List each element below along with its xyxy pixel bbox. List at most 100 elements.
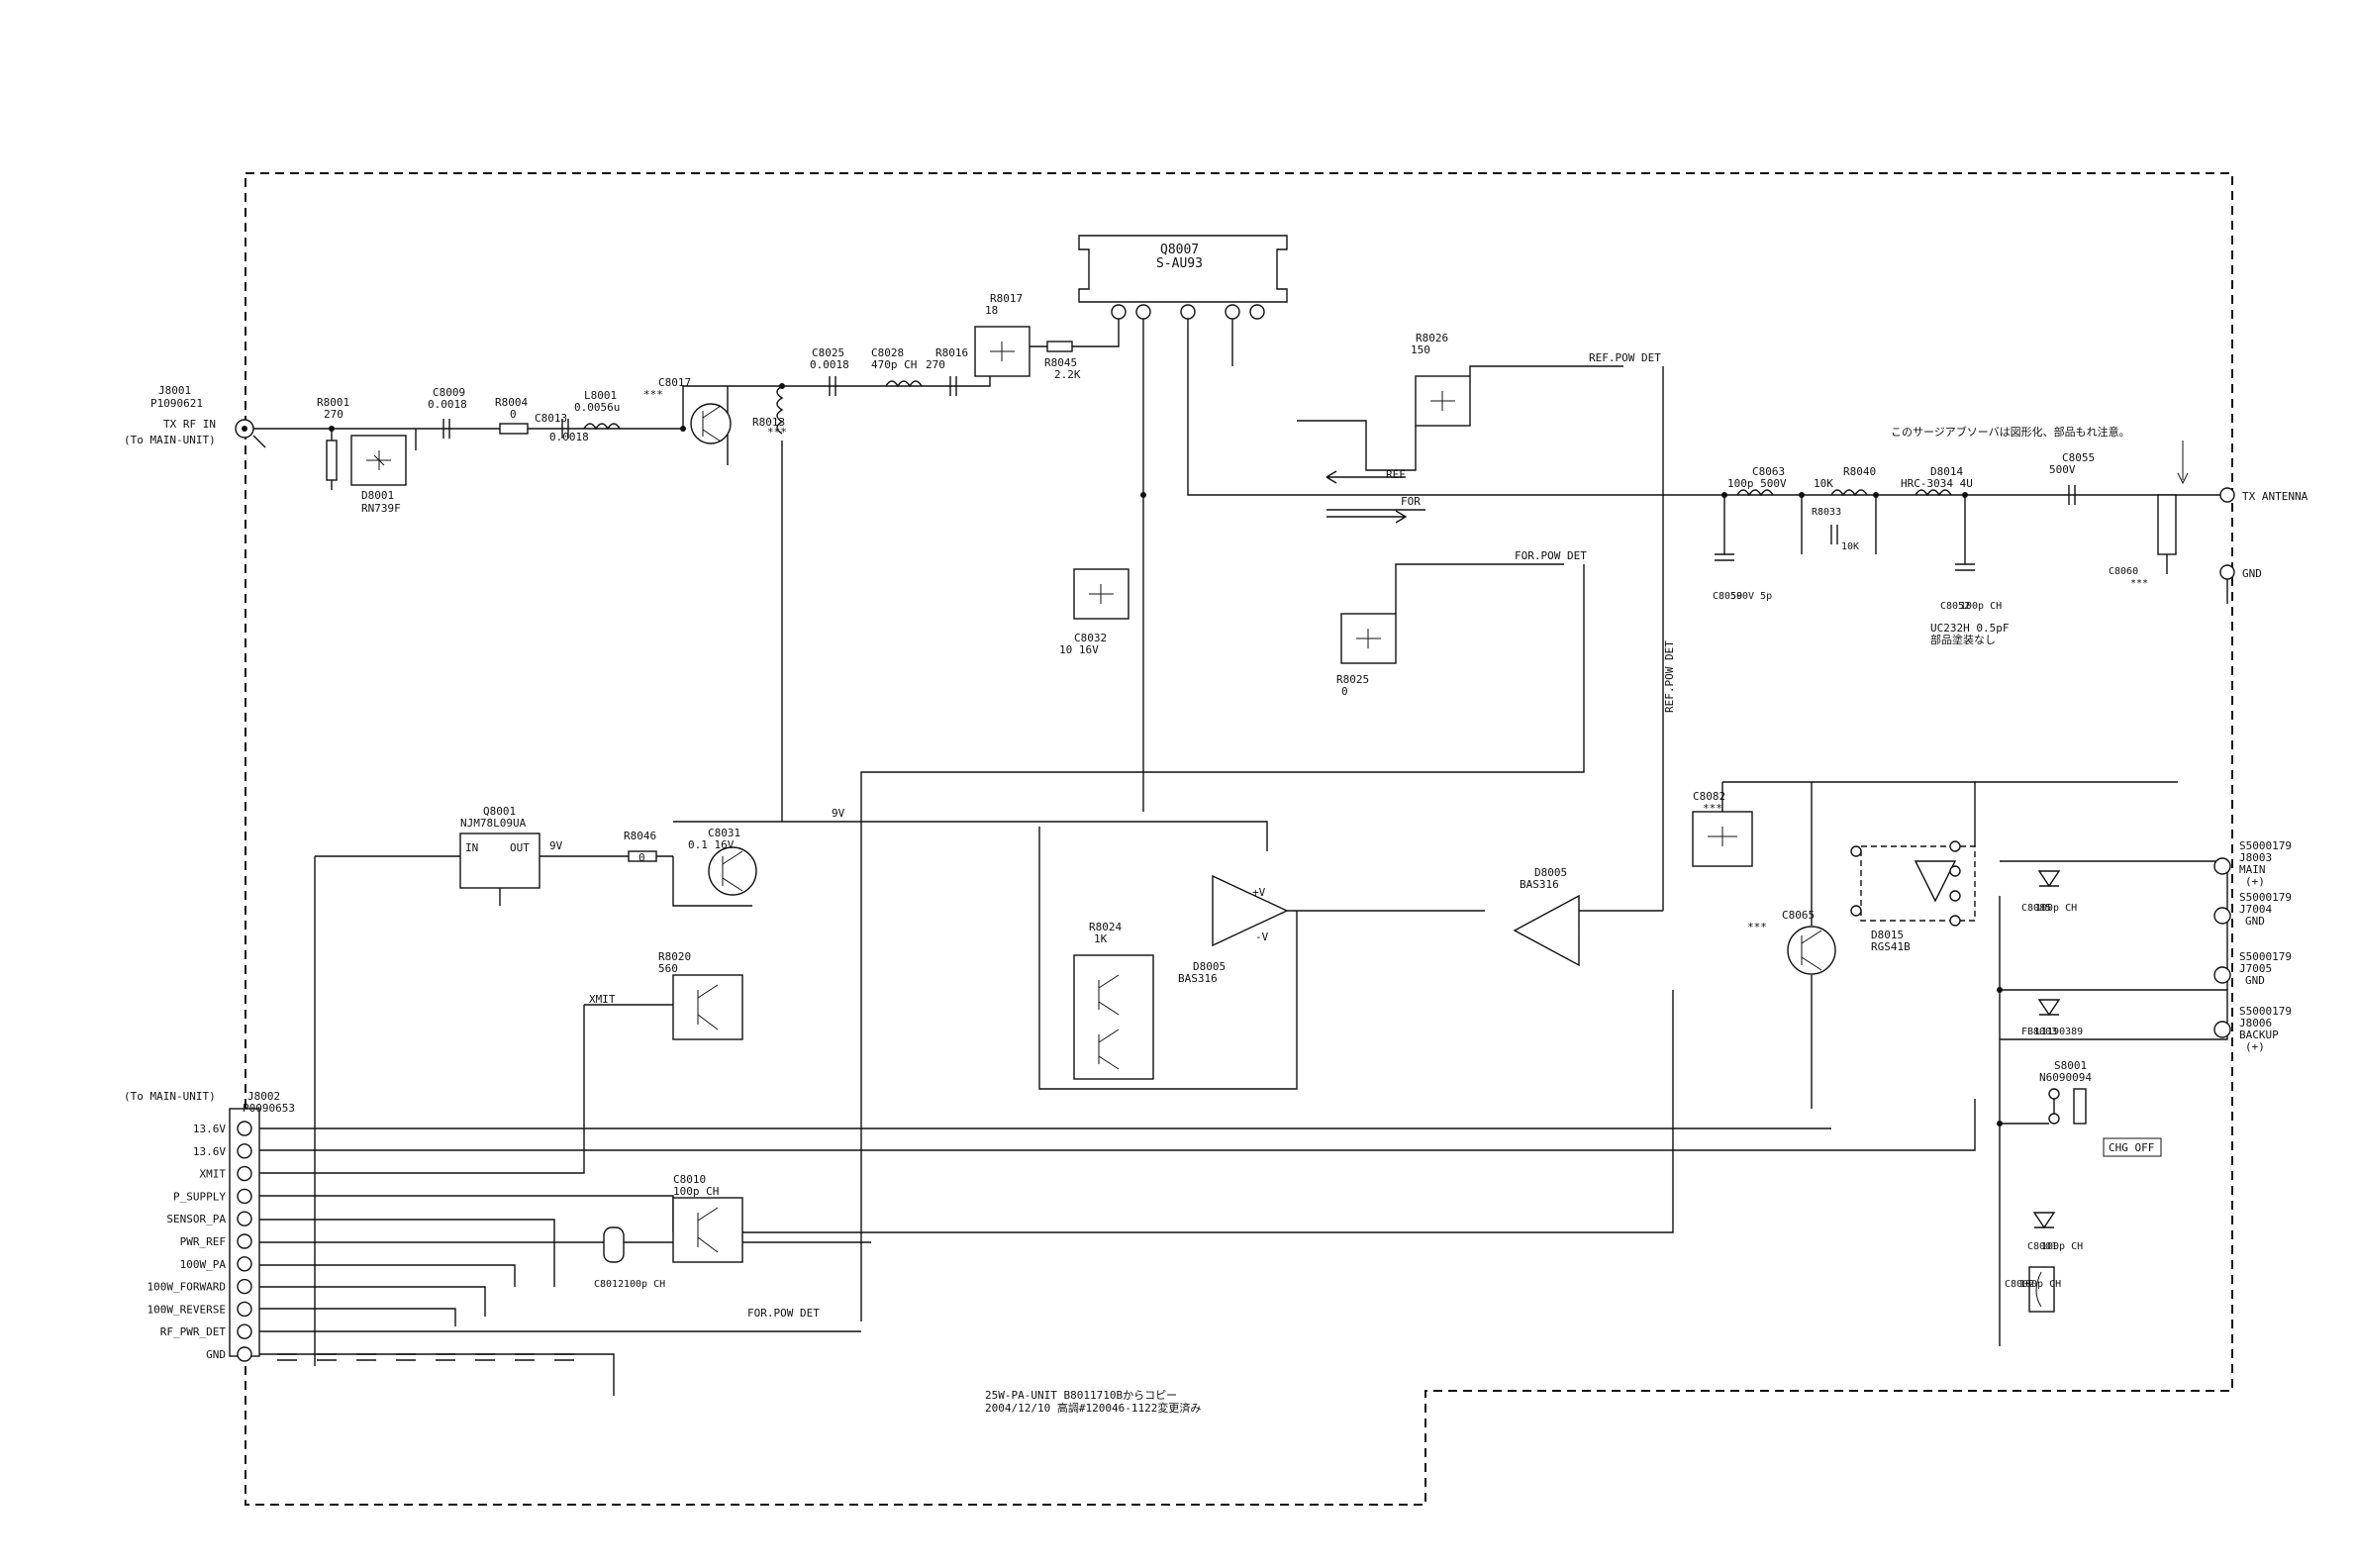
net-for: FOR (1401, 495, 1421, 508)
switch-j7004: S5000179 J7004 GND (2213, 891, 2292, 928)
svg-text:270: 270 (324, 408, 344, 421)
svg-text:***: *** (1703, 802, 1722, 815)
unit-note-2: 2004/12/10 高調#120046-1122変更済み (985, 1401, 1201, 1415)
svg-text:N6090094: N6090094 (2039, 1071, 2092, 1084)
diode-d8013: C8001 100p CH (2027, 1212, 2083, 1252)
svg-text:Q8007: Q8007 (1160, 243, 1199, 257)
svg-text:-V: -V (1255, 931, 1269, 943)
connector-pin (237, 1301, 252, 1318)
svg-text:GND: GND (2242, 567, 2262, 580)
svg-text:C8055: C8055 (2062, 451, 2095, 464)
svg-text:CHG OFF: CHG OFF (2109, 1141, 2154, 1154)
svg-text:D8005: D8005 (1193, 960, 1226, 973)
svg-text:***: *** (1747, 921, 1767, 933)
svg-text:500V: 500V (2049, 463, 2076, 476)
svg-text:0.0018: 0.0018 (428, 398, 467, 411)
svg-text:C8001: C8001 (2027, 1241, 2057, 1252)
inductor-l8007: D8014 HRC-3034 4U (1901, 465, 1973, 497)
switch-j8003: S5000179 J8003 MAIN (+) (2213, 839, 2292, 888)
svg-text:D8014: D8014 (1930, 465, 1963, 478)
svg-text:(To MAIN-UNIT): (To MAIN-UNIT) (124, 1090, 216, 1103)
svg-text:NJM78L09UA: NJM78L09UA (460, 817, 527, 830)
svg-text:0: 0 (1341, 685, 1348, 698)
svg-text:100p CH: 100p CH (673, 1185, 719, 1198)
svg-text:R8017: R8017 (990, 292, 1023, 305)
svg-text:(+): (+) (2245, 875, 2265, 888)
svg-text:100p CH: 100p CH (624, 1279, 665, 1290)
unit-boundary (245, 172, 2233, 1506)
connector-pin-label: XMIT (200, 1168, 227, 1181)
net-ref: REF (1386, 468, 1406, 481)
svg-text:560: 560 (658, 962, 678, 975)
capacitor-c8063: C8055 500V (2049, 451, 2095, 505)
net-9v: 9V (549, 839, 563, 852)
svg-text:R8013: R8013 (752, 416, 785, 429)
svg-text:1K: 1K (1094, 932, 1108, 945)
resistor-r8001: R8001 270 (317, 396, 349, 481)
surge-note: このサージアブソーバは図形化、部品もれ注意。 (1891, 425, 2130, 439)
connector-pins: 13.6V13.6VXMITP_SUPPLYSENSOR_PAPWR_REF10… (147, 1121, 252, 1362)
capacitor-c8024: C8025 0.0018 (810, 346, 849, 396)
capacitor-c8009: C8009 0.0018 (428, 386, 467, 439)
resistor-r8004: R8004 0 (495, 396, 529, 435)
capacitor-c8060: R8033 10K (1812, 507, 1859, 552)
svg-text:C8085: C8085 (2021, 903, 2051, 914)
svg-text:100p CH: 100p CH (2035, 903, 2077, 914)
svg-text:BACKUP: BACKUP (2239, 1029, 2279, 1041)
svg-text:10 16V: 10 16V (1059, 643, 1099, 656)
svg-text:0.0018: 0.0018 (810, 358, 849, 371)
net-ref-pow-det: REF.POW DET (1589, 351, 1661, 364)
svg-text:D8015: D8015 (1871, 929, 1904, 941)
svg-text:R8046: R8046 (624, 830, 656, 842)
capacitor-c8055: C8059 500V 5p (1713, 553, 1772, 602)
diode-bridge-d8001: D8001 RN739F (350, 435, 407, 515)
net-xmit-1: XMIT (589, 993, 616, 1006)
svg-text:C8009: C8009 (433, 386, 465, 399)
svg-text:J8006: J8006 (2239, 1017, 2272, 1029)
svg-text:L1190389: L1190389 (2035, 1027, 2083, 1037)
svg-text:FB8003: FB8003 (2021, 1027, 2057, 1037)
connector-pin-label: 100W_PA (180, 1258, 227, 1271)
transistor-q8005: C8010 100p CH (672, 1173, 743, 1263)
connector-pin (237, 1143, 252, 1159)
svg-text:10K: 10K (1814, 477, 1833, 490)
thermistor-th8001: C8012 100p CH (594, 1226, 665, 1290)
connector-pin-label: 13.6V (193, 1145, 226, 1158)
relay-rl8001: D8015 RGS41B (1850, 840, 1976, 953)
svg-text:(+): (+) (2245, 1040, 2265, 1053)
svg-text:GND: GND (2245, 974, 2265, 987)
svg-text:0.1 16V: 0.1 16V (688, 838, 735, 851)
svg-text:0.0018: 0.0018 (549, 431, 589, 443)
svg-text:S5000179: S5000179 (2239, 839, 2292, 852)
svg-text:BAS316: BAS316 (1178, 972, 1218, 985)
zener-d8009: C8082 *** (1692, 790, 1753, 867)
opamp-q8018-b: D8005 BAS316 (1513, 866, 1580, 967)
svg-text:R8004: R8004 (495, 396, 528, 409)
svg-text:RN739F: RN739F (361, 502, 401, 515)
zener-d8004: C8032 10 16V (1059, 568, 1129, 656)
svg-text:MAIN: MAIN (2239, 863, 2266, 876)
svg-text:D8001: D8001 (361, 489, 394, 502)
svg-text:TX RF IN: TX RF IN (163, 418, 216, 431)
connector-pin (237, 1278, 252, 1295)
diode-d8015: FB8003 L1190389 (2021, 999, 2083, 1037)
connector-pin-label: P_SUPPLY (173, 1190, 226, 1203)
connector-pin (237, 1346, 252, 1362)
connector-pin (237, 1188, 252, 1205)
svg-text:R8016: R8016 (935, 346, 968, 359)
svg-text:J8003: J8003 (2239, 851, 2272, 864)
svg-text:C8082: C8082 (1693, 790, 1725, 803)
svg-text:(To MAIN-UNIT): (To MAIN-UNIT) (124, 434, 216, 446)
svg-text:Q8001: Q8001 (483, 805, 516, 818)
svg-text:L8001: L8001 (584, 389, 617, 402)
svg-text:100p CH: 100p CH (1960, 601, 2002, 612)
svg-text:S8001: S8001 (2054, 1059, 2087, 1072)
connector-pin (237, 1165, 252, 1182)
svg-text:C8017: C8017 (658, 376, 691, 389)
inductor-l8001: L8001 0.0056u (574, 389, 621, 431)
resistor-r8025: R8046 0 (624, 830, 657, 864)
inductor-l8006: R8040 10K (1814, 465, 1876, 497)
svg-text:S5000179: S5000179 (2239, 891, 2292, 904)
svg-text:100p CH: 100p CH (2041, 1241, 2083, 1252)
